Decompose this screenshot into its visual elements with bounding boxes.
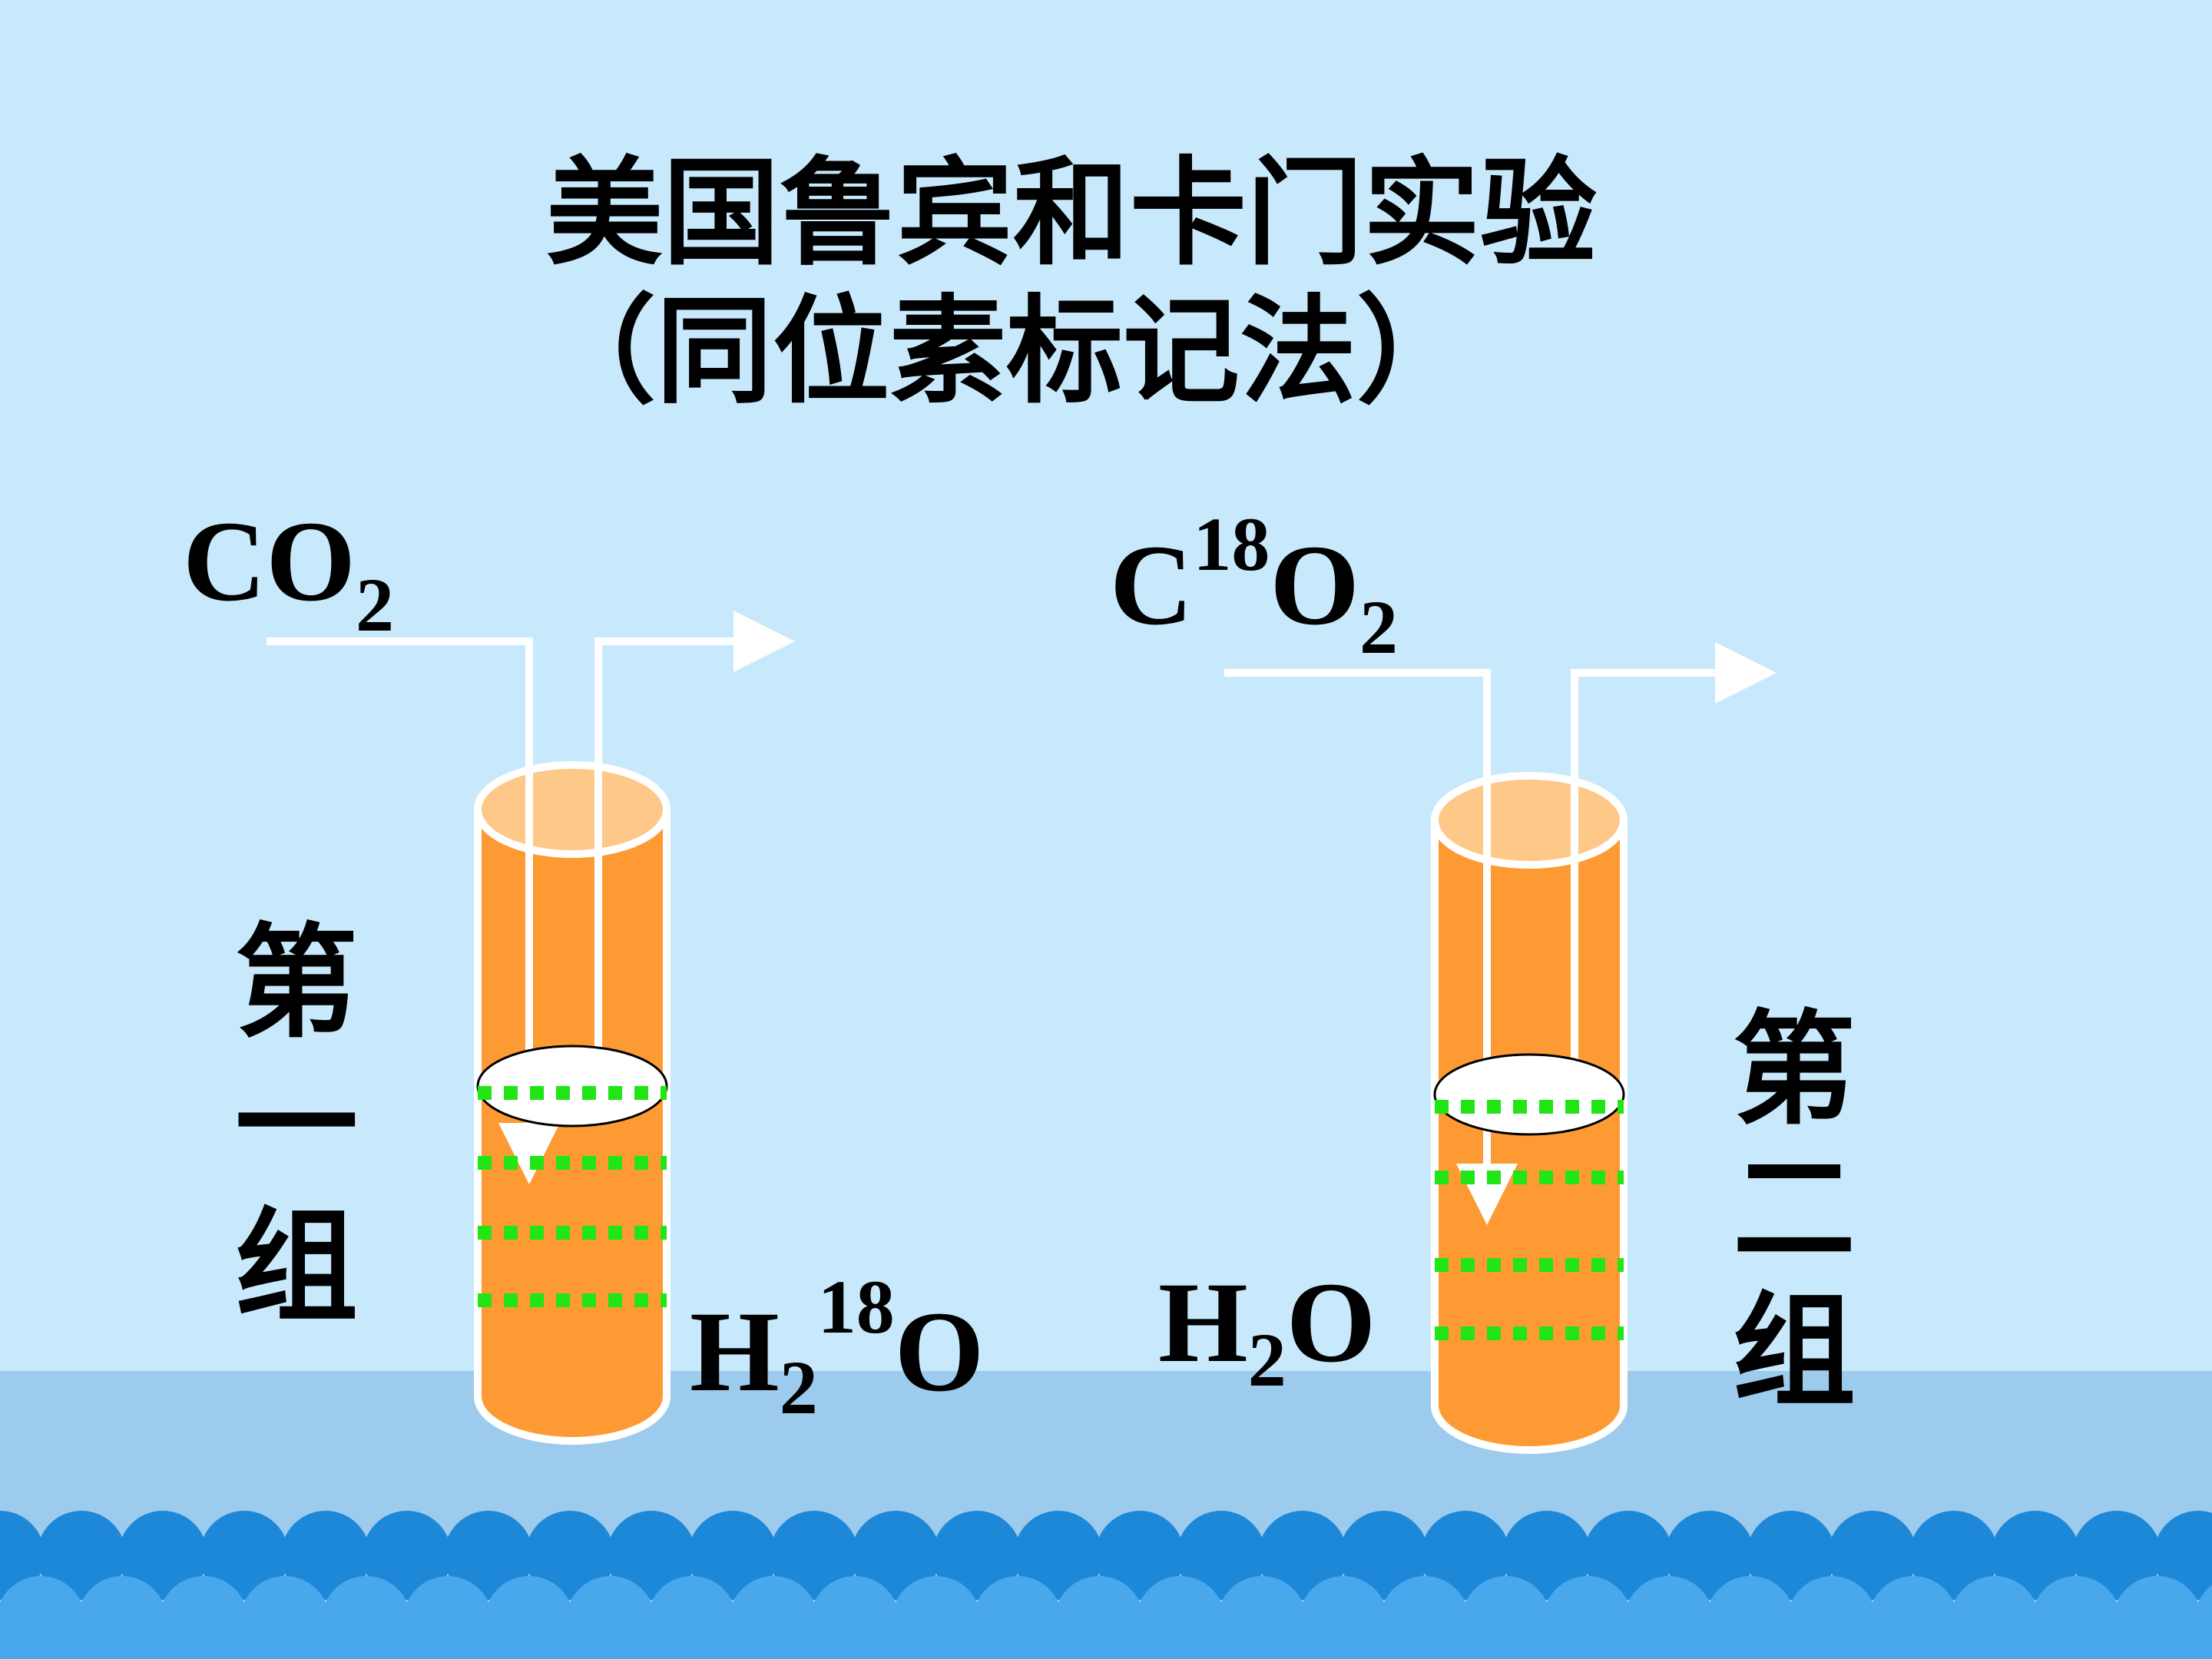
group1-inlet-pipe <box>267 637 560 1184</box>
group2-apparatus <box>1224 642 1777 1454</box>
group1-label-char: 一 <box>235 1053 358 1197</box>
group2-label-char: 第 <box>1733 998 1856 1141</box>
wave-scallop <box>37 1511 126 1600</box>
group2-tube-body <box>1431 818 1628 1454</box>
group2-label-char: 组 <box>1733 1280 1856 1423</box>
wave-scallop <box>1747 1511 1836 1600</box>
group2-tube-top <box>1431 772 1628 869</box>
wave-scallop <box>851 1511 940 1600</box>
wave-scallop <box>1909 1511 1998 1600</box>
wave-decoration <box>0 1511 2212 1659</box>
slide-subtitle: （同位素标记法） <box>539 282 1473 419</box>
group2-outlet-pipe <box>1571 642 1777 1060</box>
group1-label-char: 第 <box>235 911 358 1055</box>
wave-scallop <box>363 1511 452 1600</box>
wave-scallop <box>1828 1511 1917 1600</box>
wave-scallop <box>1584 1511 1673 1600</box>
wave-scallop <box>932 1511 1022 1600</box>
wave-scallop <box>1421 1511 1510 1600</box>
group2-inlet-pipe <box>1224 669 1518 1225</box>
wave-scallop <box>118 1511 207 1600</box>
wave-scallop <box>1095 1511 1184 1600</box>
group1-tube-top <box>474 761 671 858</box>
group1-label-char: 组 <box>235 1195 358 1339</box>
group1-input-gas-label: CO2 <box>183 498 394 647</box>
wave-scallop <box>607 1511 696 1600</box>
wave-scallop <box>525 1511 614 1600</box>
wave-scallop <box>1339 1511 1429 1600</box>
wave-scallop <box>1014 1511 1103 1600</box>
group1-product-label: H218O <box>690 1264 984 1430</box>
wave-scallop <box>1502 1511 1591 1600</box>
wave-scallop <box>1258 1511 1347 1600</box>
wave-scallop <box>200 1511 289 1600</box>
group2-input-gas-label: C18O2 <box>1110 502 1398 670</box>
group2-water-surface <box>1433 1053 1625 1136</box>
wave-scallop <box>281 1511 370 1600</box>
wave-scallop <box>1991 1511 2080 1600</box>
group2-product-label: H2O <box>1158 1259 1376 1402</box>
wave-scallop <box>1177 1511 1266 1600</box>
wave-scallop <box>2072 1511 2161 1600</box>
group1-apparatus <box>267 611 795 1445</box>
wave-base <box>0 1621 2212 1659</box>
wave-scallop <box>1665 1511 1754 1600</box>
slide-title: 美国鲁宾和卡门实验 <box>546 144 1597 281</box>
wave-scallop <box>444 1511 533 1600</box>
wave-scallop <box>770 1511 859 1600</box>
group1-outlet-pipe <box>594 611 795 1052</box>
wave-scallop <box>688 1511 777 1600</box>
group2-label-char: 二 <box>1733 1137 1856 1281</box>
